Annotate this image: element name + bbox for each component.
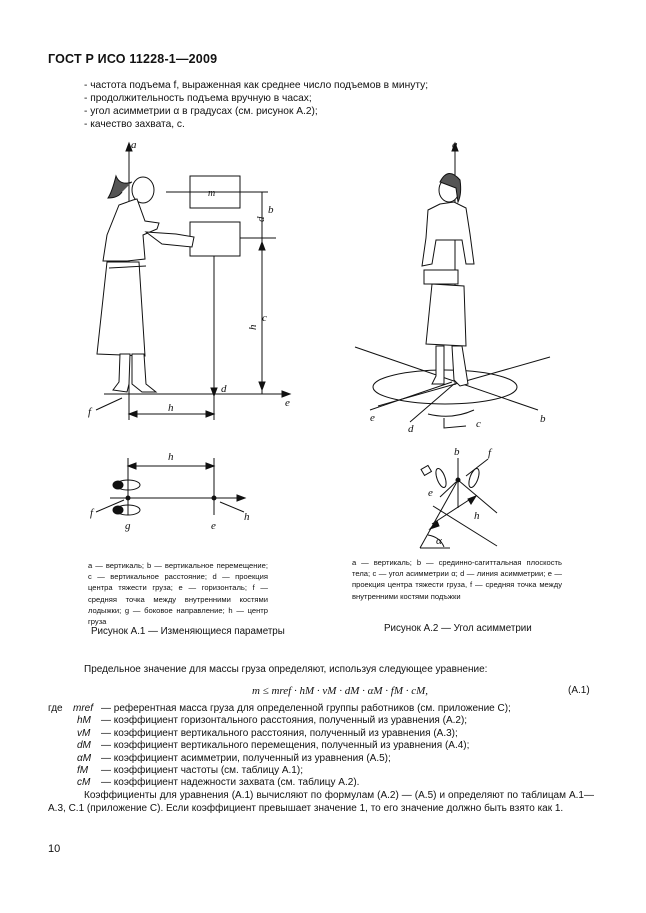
fig1-top-view — [95, 458, 247, 516]
fig2-top-labels: b f e h α — [428, 446, 493, 547]
svg-text:b: b — [454, 446, 460, 458]
document-header: ГОСТ Р ИСО 11228-1—2009 — [48, 52, 218, 66]
equation: m ≤ mref · hM · vM · dM · αM · fM · cM, — [252, 685, 429, 697]
svg-text:b: b — [268, 204, 274, 216]
svg-text:c: c — [476, 418, 481, 430]
svg-text:e: e — [370, 412, 375, 424]
list-item: - качество захвата, c. — [84, 119, 185, 130]
fig1-legend: a — вертикаль; b — вертикальное перемеще… — [88, 561, 268, 627]
svg-text:d: d — [221, 383, 227, 395]
fig2-labels: a e d c b — [370, 139, 546, 435]
svg-text:a: a — [131, 139, 137, 151]
svg-text:h: h — [247, 324, 259, 330]
glossary-item: mref— референтная масса груза для опреде… — [73, 703, 511, 714]
svg-text:α: α — [436, 535, 442, 547]
list-item: - продолжительность подъема вручную в ча… — [84, 93, 312, 104]
fig1-labels: a m d b h c d e f h — [88, 139, 290, 418]
svg-text:a: a — [452, 139, 458, 151]
svg-text:m: m — [208, 188, 215, 199]
svg-text:e: e — [211, 520, 216, 532]
svg-text:b: b — [540, 413, 546, 425]
glossary-item: fM— коэффициент частоты (см. таблицу А.1… — [77, 765, 303, 777]
woman-front-view-illustration — [421, 173, 475, 387]
fig2-caption: Рисунок А.2 — Угол асимметрии — [384, 623, 532, 634]
woman-side-view-illustration — [96, 174, 195, 393]
svg-text:d: d — [255, 216, 267, 222]
equation-number: (А.1) — [568, 685, 590, 696]
final-paragraph: Коэффициенты для уравнения (А.1) вычисля… — [48, 790, 594, 814]
svg-text:f: f — [488, 447, 493, 459]
svg-text:h: h — [168, 451, 174, 463]
svg-text:h: h — [244, 511, 250, 523]
svg-text:e: e — [428, 487, 433, 499]
page-number: 10 — [48, 843, 61, 855]
glossary: mref— референтная масса груза для опреде… — [73, 703, 613, 790]
fig2-top-view — [419, 458, 498, 549]
fig1-caption: Рисунок А.1 — Изменяющиеся параметры — [91, 626, 285, 637]
list-item: - угол асимметрии α в градусах (см. рису… — [84, 106, 318, 117]
svg-text:g: g — [125, 520, 131, 532]
svg-text:h: h — [474, 510, 480, 522]
fig2-legend: a — вертикаль; b — срединно-сагиттальная… — [352, 558, 562, 601]
svg-text:f: f — [88, 406, 93, 418]
fig1-top-labels: h f g e h — [90, 451, 250, 532]
intro-text: Предельное значение для массы груза опре… — [84, 664, 488, 675]
list-item: - частота подъема f, выраженная как сред… — [84, 80, 429, 91]
svg-text:d: d — [408, 423, 414, 435]
svg-text:h: h — [168, 402, 174, 414]
glossary-item: dM— коэффициент вертикального перемещени… — [77, 740, 470, 752]
svg-text:e: e — [285, 397, 290, 409]
glossary-item: cM— коэффициент надежности захвата (см. … — [77, 777, 360, 789]
where-label: где — [48, 703, 63, 714]
glossary-item: hM— коэффициент горизонтального расстоян… — [77, 715, 468, 727]
svg-text:c: c — [262, 312, 267, 324]
svg-text:f: f — [90, 507, 95, 519]
glossary-item: αM— коэффициент асимметрии, полученный и… — [77, 752, 391, 764]
glossary-item: vM— коэффициент вертикального расстояния… — [77, 727, 458, 739]
